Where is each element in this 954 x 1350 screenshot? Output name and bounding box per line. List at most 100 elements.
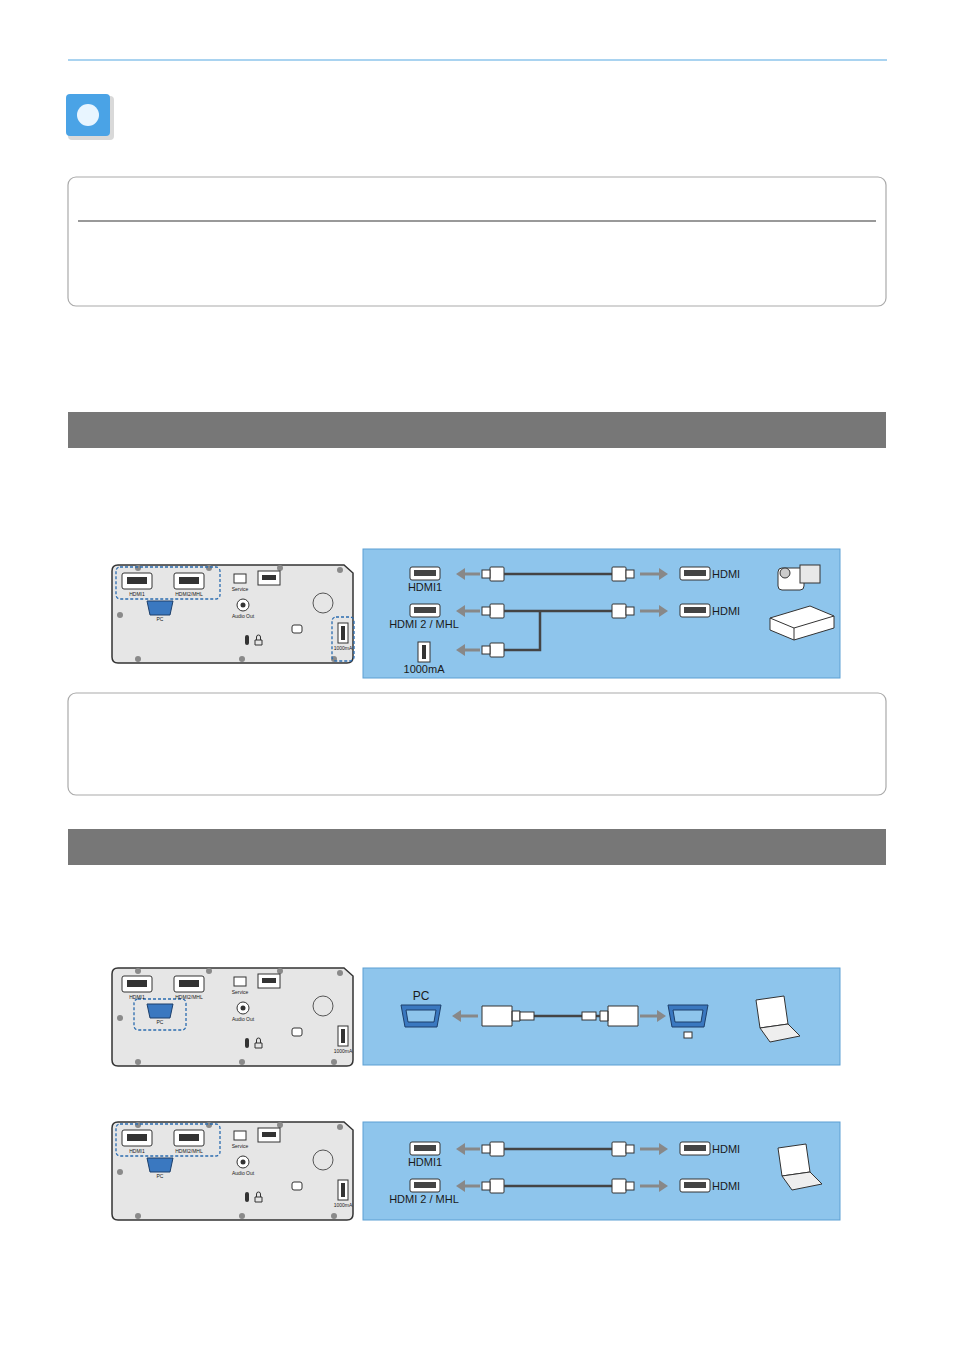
plug-tip xyxy=(626,607,634,615)
screw xyxy=(135,968,141,974)
small-port xyxy=(292,1028,302,1036)
camcorder-screen xyxy=(800,565,820,583)
insert-arrow xyxy=(640,573,660,576)
plug-tip xyxy=(482,607,490,615)
hdmi-port xyxy=(410,567,440,580)
ferrite-core xyxy=(582,1012,596,1020)
lock-icon xyxy=(255,1192,262,1202)
note-box xyxy=(68,693,886,795)
vent xyxy=(313,1150,333,1170)
screw xyxy=(206,565,212,571)
bullet-dot xyxy=(77,104,99,126)
port-label: PC xyxy=(157,617,164,622)
screw xyxy=(331,1213,337,1219)
vga-plug xyxy=(482,1006,520,1026)
port-label: 1000mA xyxy=(334,1049,353,1054)
hdmi-port-slot xyxy=(179,1134,199,1141)
projector-panel xyxy=(112,565,354,663)
note-rule xyxy=(78,220,876,222)
port-label: 1000mA xyxy=(334,1203,353,1208)
hdmi-port xyxy=(174,573,204,589)
hdmi-port xyxy=(174,976,204,992)
screw xyxy=(277,1122,283,1128)
port-label: HDMI1 xyxy=(129,1149,145,1154)
connector-label: 1000mA xyxy=(404,664,445,675)
section-band xyxy=(68,829,886,865)
hdmi-port xyxy=(122,1130,152,1146)
usb-power-port xyxy=(338,1180,348,1200)
hdmi-port-slot xyxy=(414,570,436,576)
hdmi-port xyxy=(410,1179,440,1192)
ferrite-core xyxy=(520,1012,534,1020)
audio-jack-hole xyxy=(241,1006,246,1011)
cable-plug xyxy=(490,604,504,618)
audio-jack xyxy=(237,1156,249,1168)
video-player xyxy=(770,606,834,640)
insert-arrow xyxy=(464,610,480,613)
port-label: Audio Out xyxy=(232,1017,254,1022)
cable-plug xyxy=(612,1142,626,1156)
hdmi-port xyxy=(680,1142,710,1155)
cable xyxy=(504,1185,612,1188)
small-port xyxy=(292,625,302,633)
cable-plug xyxy=(612,567,626,581)
usb-port xyxy=(258,571,280,585)
cable xyxy=(504,611,540,650)
audio-jack-hole xyxy=(241,1160,246,1165)
hdmi-port xyxy=(122,573,152,589)
laptop-screen xyxy=(756,996,788,1028)
insert-arrow xyxy=(464,1185,480,1188)
panel-housing xyxy=(112,565,353,663)
arrow-head xyxy=(456,1180,465,1192)
insert-arrow xyxy=(640,610,660,613)
monitor-symbol xyxy=(684,1032,692,1038)
cable-plug xyxy=(490,567,504,581)
projector-panel xyxy=(112,1122,353,1220)
screw xyxy=(277,565,283,571)
hdmi-port-slot xyxy=(179,980,199,987)
header-rule xyxy=(68,59,887,61)
arrow-head xyxy=(456,568,465,580)
highlight-frame xyxy=(134,999,186,1030)
hdmi-port xyxy=(680,567,710,580)
hdmi-port-slot xyxy=(684,570,706,576)
screw xyxy=(135,1059,141,1065)
port-label: Audio Out xyxy=(232,1171,254,1176)
usb-port xyxy=(418,642,430,662)
service-port xyxy=(234,1131,246,1140)
connector-label: HDMI xyxy=(712,606,740,617)
connector-label: HDMI xyxy=(712,569,740,580)
port-label: HDMI1 xyxy=(129,592,145,597)
vga-port xyxy=(147,601,173,615)
vga-port-pins xyxy=(406,1010,436,1022)
usb-power-port xyxy=(338,623,348,643)
camcorder-lens xyxy=(780,568,790,578)
hdmi-port-slot xyxy=(127,980,147,987)
screw xyxy=(331,1059,337,1065)
panel-housing xyxy=(112,968,353,1066)
audio-jack xyxy=(237,599,249,611)
screw xyxy=(117,1169,123,1175)
connector-label: HDMI xyxy=(712,1144,740,1155)
arrow-head xyxy=(659,1180,668,1192)
hdmi-port-slot xyxy=(414,607,436,613)
cable-plug xyxy=(490,1142,504,1156)
cable-plug xyxy=(490,1179,504,1193)
arrow-head xyxy=(452,1010,461,1022)
vga-port xyxy=(147,1004,173,1018)
insert-arrow xyxy=(460,1015,478,1018)
cable xyxy=(504,573,612,576)
vga-port xyxy=(147,1158,173,1172)
screw xyxy=(135,565,141,571)
insert-arrow xyxy=(464,573,480,576)
cable-plug xyxy=(490,643,504,657)
screw xyxy=(239,656,245,662)
hdmi-port-slot xyxy=(684,607,706,613)
port-label: PC xyxy=(157,1020,164,1025)
screw xyxy=(117,1015,123,1021)
hdmi-port xyxy=(122,976,152,992)
insert-arrow xyxy=(640,1015,658,1018)
service-port xyxy=(234,977,246,986)
usb-power-slot xyxy=(341,626,345,640)
plug-tip xyxy=(626,1145,634,1153)
